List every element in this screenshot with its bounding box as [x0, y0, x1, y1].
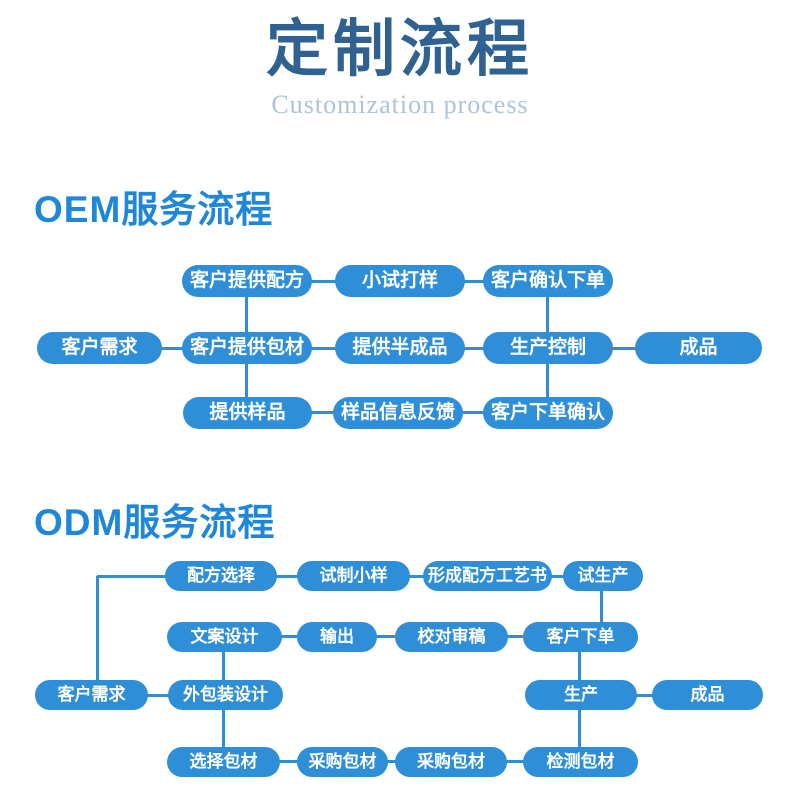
- odm-node-proofreading: 校对审稿: [395, 622, 508, 652]
- oem-node-order-confirmation: 客户下单确认: [483, 397, 613, 429]
- odm-section-heading: ODM服务流程: [34, 502, 276, 543]
- connector-line: [580, 694, 708, 697]
- connector-line: [90, 694, 226, 697]
- odm-node-production: 生产: [525, 680, 637, 710]
- connector-line: [600, 576, 603, 637]
- odm-node-formula-process-doc: 形成配方工艺书: [423, 561, 552, 591]
- oem-node-sample-feedback: 样品信息反馈: [333, 397, 463, 429]
- odm-node-purchase-packaging-1: 采购包材: [297, 747, 388, 777]
- odm-node-output: 输出: [297, 622, 377, 652]
- odm-node-packaging-design: 外包装设计: [168, 680, 283, 710]
- odm-node-purchase-packaging-2: 采购包材: [395, 747, 507, 777]
- oem-node-customer-provides-formula: 客户提供配方: [182, 265, 312, 297]
- oem-section-heading: OEM服务流程: [34, 189, 274, 230]
- oem-node-customer-confirms-order: 客户确认下单: [483, 265, 613, 297]
- odm-node-finished-product: 成品: [652, 680, 763, 710]
- odm-node-select-packaging: 选择包材: [167, 747, 280, 777]
- oem-node-production-control: 生产控制: [483, 332, 613, 364]
- oem-node-customer-provides-packaging: 客户提供包材: [182, 332, 312, 364]
- oem-node-provide-sample: 提供样品: [183, 397, 312, 429]
- odm-node-copy-design: 文案设计: [167, 622, 282, 652]
- odm-node-trial-production: 试生产: [563, 561, 643, 591]
- oem-node-semi-finished-product: 提供半成品: [335, 332, 465, 364]
- oem-node-finished-product: 成品: [635, 332, 762, 364]
- page-subtitle: Customization process: [271, 90, 529, 119]
- odm-node-trial-sample: 试制小样: [297, 561, 410, 591]
- odm-node-customer-order: 客户下单: [523, 622, 638, 652]
- oem-node-customer-demand: 客户需求: [37, 332, 162, 364]
- oem-node-trial-sample: 小试打样: [335, 265, 465, 297]
- page-title: 定制流程: [265, 16, 534, 84]
- odm-node-inspect-packaging: 检测包材: [523, 747, 638, 777]
- odm-node-customer-demand: 客户需求: [35, 680, 148, 710]
- odm-node-formula-selection: 配方选择: [165, 561, 277, 591]
- connector-line: [96, 576, 99, 695]
